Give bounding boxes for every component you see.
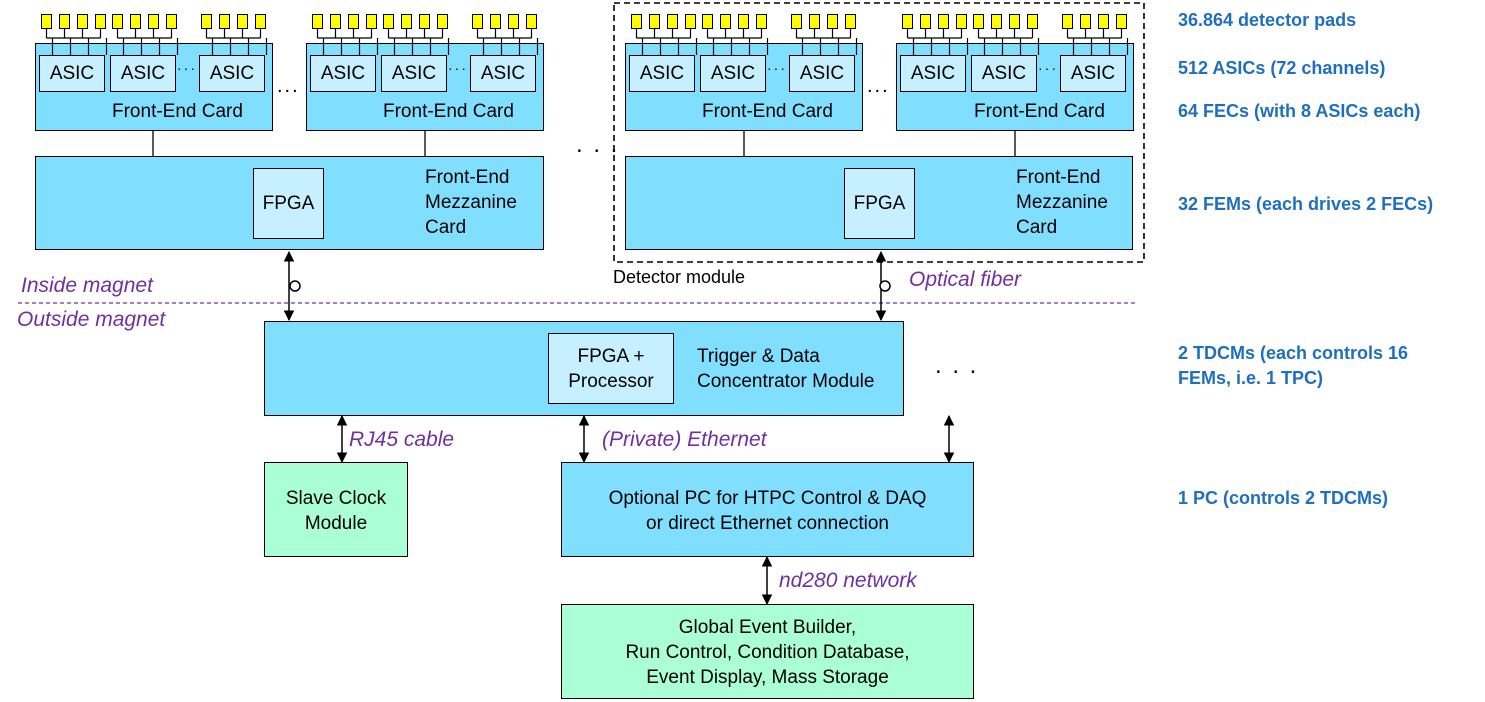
asic-chip: ASIC <box>700 55 766 92</box>
detector-pad <box>1080 14 1091 29</box>
detector-pad <box>348 14 359 29</box>
detector-pad <box>667 14 678 29</box>
fpga-chip: FPGA <box>253 168 324 239</box>
detector-pad <box>112 14 123 29</box>
detector-pad <box>95 14 106 29</box>
ellipsis: ··· <box>448 60 468 76</box>
detector-pad <box>1062 14 1073 29</box>
detector-pad <box>1027 14 1038 29</box>
note-fems: 32 FEMs (each drives 2 FECs) <box>1178 194 1434 214</box>
asic-chip: ASIC <box>629 55 695 92</box>
ellipsis: ··· <box>767 60 787 76</box>
nd280-network-label: nd280 network <box>779 569 917 592</box>
detector-pad <box>237 14 248 29</box>
fpga-chip: FPGA <box>844 168 915 239</box>
ellipsis: ··· <box>1038 60 1058 76</box>
detector-pad <box>702 14 713 29</box>
detector-pad <box>437 14 448 29</box>
detector-pad <box>738 14 749 29</box>
detector-pad <box>201 14 212 29</box>
detector-pad <box>631 14 642 29</box>
detector-pad <box>490 14 501 29</box>
detector-pad <box>148 14 159 29</box>
note-fecs: 64 FECs (with 8 ASICs each) <box>1178 101 1421 121</box>
asic-chip: ASIC <box>310 55 376 92</box>
detector-pad <box>649 14 660 29</box>
ethernet-label: (Private) Ethernet <box>602 428 767 451</box>
detector-pad <box>526 14 537 29</box>
detector-pad <box>419 14 430 29</box>
detector-pad <box>938 14 949 29</box>
inside-magnet-label: Inside magnet <box>21 274 153 297</box>
detector-pad <box>401 14 412 29</box>
asic-chip: ASIC <box>789 55 855 92</box>
detector-pad <box>366 14 377 29</box>
asic-chip: ASIC <box>900 55 966 92</box>
fec-label: Front-End Card <box>112 101 243 122</box>
detector-pad <box>956 14 967 29</box>
note-pc: 1 PC (controls 2 TDCMs) <box>1178 488 1389 508</box>
detector-pad <box>991 14 1002 29</box>
outside-magnet-label: Outside magnet <box>17 308 166 331</box>
detector-pad <box>77 14 88 29</box>
detector-pad <box>219 14 230 29</box>
detector-pad <box>809 14 820 29</box>
global-event-builder-box: Global Event Builder,Run Control, Condit… <box>561 604 974 699</box>
detector-pad <box>1009 14 1020 29</box>
asic-chip: ASIC <box>39 55 105 92</box>
optical-fiber-label: Optical fiber <box>909 268 1022 291</box>
fec-label: Front-End Card <box>974 101 1105 122</box>
note-detector-pads: 36.864 detector pads <box>1178 10 1357 30</box>
detector-pad <box>685 14 696 29</box>
asic-chip: ASIC <box>110 55 176 92</box>
note-asics: 512 ASICs (72 channels) <box>1178 58 1386 78</box>
ellipsis: ... <box>277 75 300 97</box>
detector-pad <box>845 14 856 29</box>
detector-pad <box>472 14 483 29</box>
detector-pad <box>312 14 323 29</box>
ellipsis: ··· <box>177 60 197 76</box>
detector-pad <box>1116 14 1127 29</box>
fec-label: Front-End Card <box>702 101 833 122</box>
detector-pad <box>920 14 931 29</box>
detector-pad <box>791 14 802 29</box>
ellipsis: . . . <box>576 131 620 158</box>
detector-pad <box>973 14 984 29</box>
ellipsis: ... <box>867 75 890 97</box>
detector-pad <box>720 14 731 29</box>
detector-pad <box>130 14 141 29</box>
detector-pad <box>166 14 177 29</box>
rj45-cable-label: RJ45 cable <box>349 428 455 451</box>
detector-pad <box>508 14 519 29</box>
asic-chip: ASIC <box>971 55 1037 92</box>
detector-pad <box>383 14 394 29</box>
detector-pad <box>255 14 266 29</box>
asic-chip: ASIC <box>199 55 265 92</box>
detector-pad <box>902 14 913 29</box>
detector-pad <box>756 14 767 29</box>
fpga-processor-chip: FPGA +Processor <box>548 333 674 404</box>
ellipsis: . . . <box>935 352 979 379</box>
detector-module-label: Detector module <box>613 267 746 287</box>
detector-pad <box>1098 14 1109 29</box>
asic-chip: ASIC <box>470 55 536 92</box>
detector-pad <box>827 14 838 29</box>
fec-label: Front-End Card <box>383 101 514 122</box>
asic-chip: ASIC <box>381 55 447 92</box>
detector-pad <box>330 14 341 29</box>
detector-pad <box>59 14 70 29</box>
detector-pad <box>41 14 52 29</box>
asic-chip: ASIC <box>1060 55 1126 92</box>
